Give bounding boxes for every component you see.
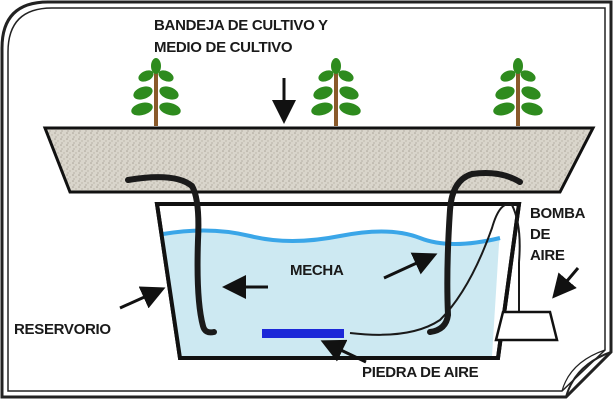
plant-icon bbox=[131, 58, 181, 126]
air-stone-label: PIEDRA DE AIRE bbox=[362, 364, 479, 381]
wick bbox=[125, 170, 523, 336]
pump-label-line1: BOMBA bbox=[530, 205, 586, 222]
arrow-icon bbox=[383, 252, 438, 280]
water-line bbox=[162, 228, 501, 246]
air-tube bbox=[349, 203, 521, 336]
plant-icon bbox=[493, 58, 543, 126]
grow-tray bbox=[42, 126, 596, 194]
tray-label-line1: BANDEJA DE CULTIVO Y bbox=[154, 17, 328, 34]
arrow-icon bbox=[320, 339, 367, 364]
reservoir bbox=[154, 202, 522, 360]
pump-label-line3: AIRE bbox=[530, 247, 565, 264]
arrow-icon bbox=[552, 267, 580, 299]
plant-icon bbox=[311, 58, 361, 126]
arrow-icon bbox=[119, 286, 166, 310]
air-pump-icon bbox=[494, 310, 559, 342]
air-stone bbox=[262, 329, 344, 338]
wick-label: MECHA bbox=[290, 262, 344, 279]
pump-label-line2: DE bbox=[530, 226, 551, 243]
reservoir-label: RESERVORIO bbox=[14, 321, 111, 338]
tray-label-line2: MEDIO DE CULTIVO bbox=[154, 39, 293, 56]
